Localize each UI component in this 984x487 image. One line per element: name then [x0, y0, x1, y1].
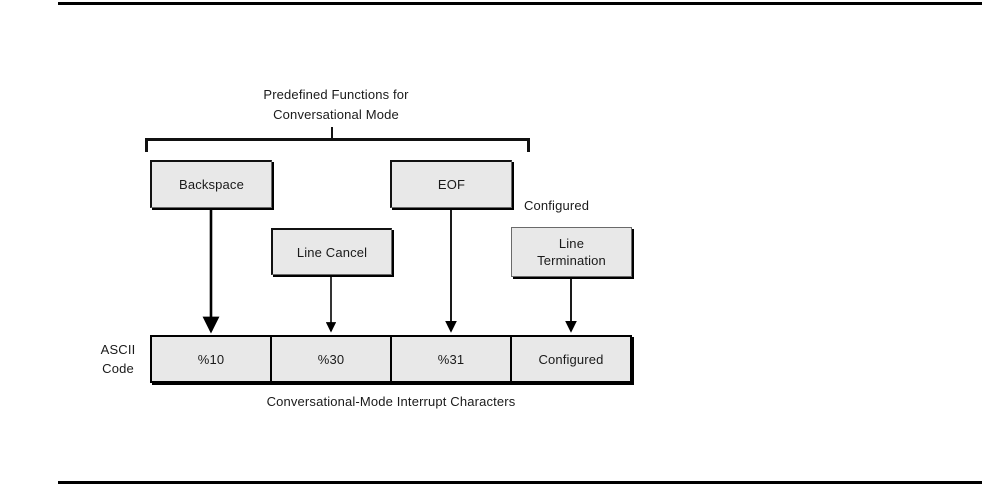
box-eof[interactable]: EOF [390, 160, 512, 208]
ascii-cell[interactable]: %10 [152, 337, 272, 381]
diagram-title-line-2: Conversational Mode [273, 107, 399, 122]
ascii-cell-value: %10 [197, 351, 225, 367]
box-line-termination[interactable]: Line Termination [511, 227, 632, 277]
box-eof-label: EOF [437, 177, 466, 192]
diagram-caption: Conversational-Mode Interrupt Characters [266, 394, 516, 409]
ascii-code-label-line-1: ASCII [100, 342, 136, 357]
grouping-bracket [145, 127, 530, 152]
box-backspace-label: Backspace [179, 177, 244, 192]
box-line-termination-label-line-2: Termination [537, 253, 606, 268]
page-rule-bottom [58, 481, 982, 484]
ascii-cell-value: Configured [538, 351, 604, 367]
ascii-cell[interactable]: %31 [392, 337, 512, 381]
box-line-cancel-label: Line Cancel [296, 244, 368, 260]
ascii-cell-value: %31 [437, 351, 465, 367]
box-line-termination-label: Line Termination [537, 235, 606, 269]
ascii-cell[interactable]: Configured [512, 337, 630, 381]
ascii-code-label-line-2: Code [102, 361, 134, 376]
configured-note: Configured [524, 198, 590, 213]
box-line-termination-label-line-1: Line [558, 236, 585, 251]
ascii-cell[interactable]: %30 [272, 337, 392, 381]
box-backspace[interactable]: Backspace [150, 160, 272, 208]
ascii-cell-value: %30 [317, 351, 345, 367]
box-line-cancel[interactable]: Line Cancel [271, 228, 392, 275]
diagram-title: Predefined Functions for Conversational … [145, 85, 527, 125]
diagram-title-line-1: Predefined Functions for [263, 87, 409, 102]
ascii-code-bar: %10 %30 %31 Configured [150, 335, 632, 383]
ascii-code-label: ASCII Code [92, 340, 144, 378]
page-rule-top [58, 2, 982, 5]
